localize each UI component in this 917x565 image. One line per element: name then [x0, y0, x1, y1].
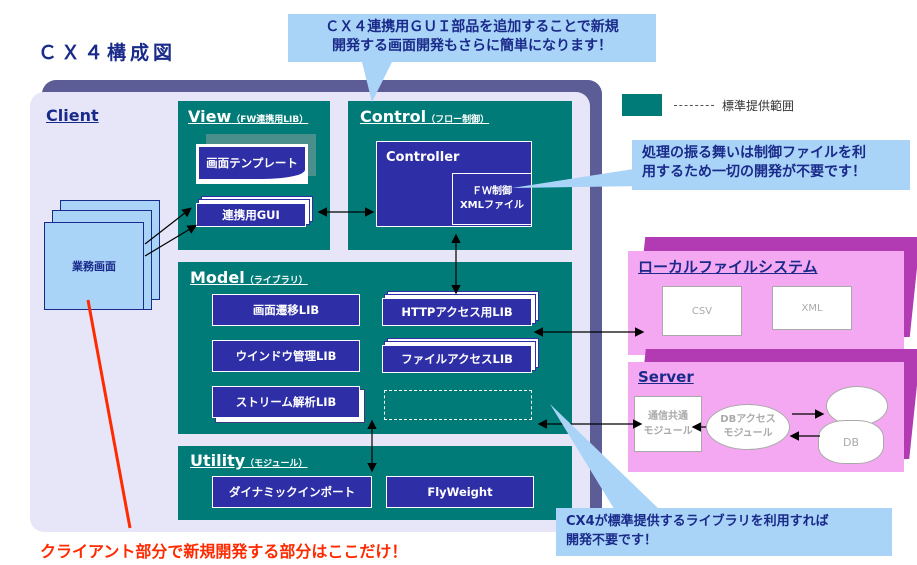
- db-cylinder: DB: [818, 420, 884, 464]
- model-lib-stream: ストリーム解析LIB: [212, 386, 360, 418]
- callout-bottom-line2: 開発不要です！: [566, 533, 658, 548]
- legend-swatch: [622, 94, 662, 116]
- screen-template: 画面テンプレート: [198, 146, 306, 180]
- model-lib-file: ファイルアクセスLIB: [382, 345, 532, 373]
- comm-module-line1: 通信共通: [648, 411, 688, 422]
- fw-control-file: ＦＷ制御 XMLファイル: [452, 173, 532, 225]
- db-access-line2: モジュール: [723, 428, 773, 439]
- db-access-line1: DBアクセス: [720, 414, 776, 425]
- utility-title: Utility（モジュール）: [190, 451, 308, 470]
- comm-module-line2: モジュール: [643, 426, 693, 437]
- utility-flyweight: FlyWeight: [386, 476, 534, 508]
- model-lib-transition: 画面遷移LIB: [212, 294, 360, 326]
- callout-bottom: CX4が標準提供するライブラリを利用すれば 開発不要です！: [556, 508, 892, 556]
- model-lib-http: HTTPアクセス用LIB: [382, 298, 532, 326]
- business-screen-label: 業務画面: [72, 260, 116, 273]
- model-empty-slot: [384, 390, 532, 420]
- controller-label: Controller: [386, 150, 460, 165]
- business-screen: 業務画面: [44, 222, 144, 310]
- model-title: Model（ライブラリ）: [190, 268, 308, 287]
- localfs-title: ローカルファイルシステム: [638, 258, 818, 276]
- callout-top-line2: 開発する画面開発もさらに簡単になります！: [332, 38, 612, 54]
- callout-top: ＣＸ４連携用ＧＵＩ部品を追加することで新規 開発する画面開発もさらに簡単になりま…: [288, 14, 656, 62]
- comm-module: 通信共通 モジュール: [634, 396, 702, 452]
- footer-pointer-line: [86, 299, 132, 529]
- csv-file: CSV: [662, 286, 742, 336]
- view-title: View（FW連携用LIB）: [188, 107, 309, 126]
- callout-top-line1: ＣＸ４連携用ＧＵＩ部品を追加することで新規: [325, 19, 619, 35]
- server-title: Server: [638, 368, 694, 386]
- xml-file: XML: [772, 286, 852, 330]
- page-title: ＣＸ４構成図: [38, 42, 177, 64]
- arrow-screen-to-gui: [144, 224, 198, 257]
- legend-label: 標準提供範囲: [722, 99, 795, 113]
- callout-bottom-line1: CX4が標準提供するライブラリを利用すれば: [566, 514, 829, 529]
- callout-bottom-tail: [550, 404, 662, 512]
- model-lib-window: ウインドウ管理LIB: [212, 340, 360, 372]
- callout-right-line1: 処理の振る舞いは制御ファイルを利: [642, 145, 866, 161]
- fw-control-line1: ＦＷ制御: [472, 186, 512, 197]
- gui-component: 連携用GUI: [196, 203, 306, 227]
- callout-right: 処理の振る舞いは制御ファイルを利 用するため一切の開発が不要です！: [632, 140, 910, 190]
- callout-right-line2: 用するため一切の開発が不要です！: [642, 164, 866, 180]
- footer-note: クライアント部分で新規開発する部分はここだけ！: [40, 542, 408, 561]
- control-title: Control（フロー制御）: [360, 107, 490, 126]
- client-label: Client: [46, 106, 99, 125]
- callout-right-tail: [512, 168, 640, 188]
- db-access-module: DBアクセス モジュール: [706, 404, 790, 450]
- fw-control-line2: XMLファイル: [459, 200, 525, 211]
- arrow-screen-to-template: [144, 207, 192, 245]
- utility-dynamic-import: ダイナミックインポート: [212, 476, 372, 508]
- legend-dash: [674, 105, 714, 106]
